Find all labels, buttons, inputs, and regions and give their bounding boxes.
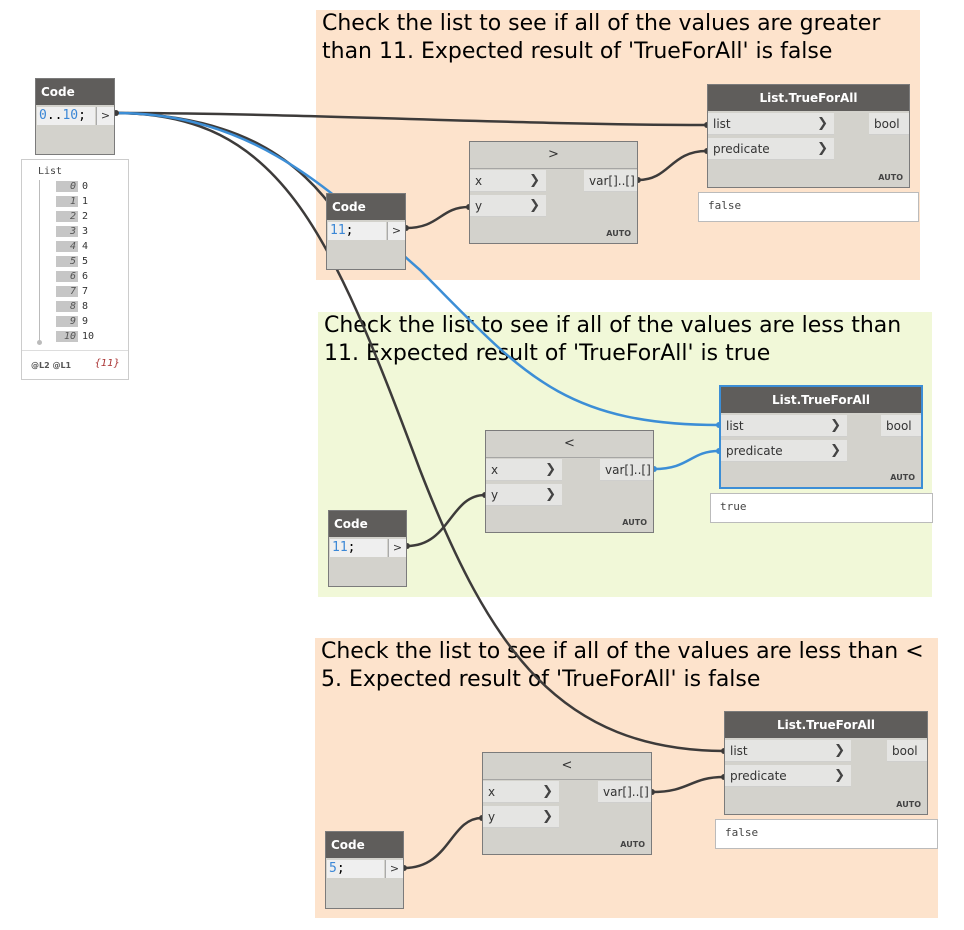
output-port[interactable]: > bbox=[388, 539, 406, 557]
list-trueforall-node-3[interactable]: List.TrueForAll list❯ predicate❯ bool AU… bbox=[724, 711, 928, 815]
output-port-bool[interactable]: bool bbox=[881, 415, 921, 437]
output-port-bool[interactable]: bool bbox=[887, 740, 927, 762]
input-port-predicate[interactable]: predicate❯ bbox=[725, 765, 851, 787]
node-title: Code Block bbox=[326, 832, 403, 878]
list-trueforall-node-2[interactable]: List.TrueForAll list❯ predicate❯ bool AU… bbox=[719, 385, 923, 489]
list-preview-footer: @L2 @L1 {11} bbox=[22, 350, 128, 381]
input-port-list[interactable]: list❯ bbox=[725, 740, 851, 762]
wire-main-to-truefor3 bbox=[115, 111, 725, 753]
input-port-y[interactable]: y❯ bbox=[470, 195, 546, 217]
list-preview-title: List bbox=[38, 166, 63, 177]
input-port-x[interactable]: x❯ bbox=[486, 459, 562, 481]
input-port-x[interactable]: x❯ bbox=[483, 781, 559, 803]
output-port[interactable]: > bbox=[387, 222, 405, 240]
node-title: > bbox=[470, 142, 637, 169]
list-tree-line bbox=[39, 180, 40, 342]
input-port-x[interactable]: x❯ bbox=[470, 170, 546, 192]
input-port-list[interactable]: list❯ bbox=[721, 415, 847, 437]
less-than-node-2[interactable]: < x❯ y❯ var[]..[] AUTO bbox=[482, 752, 652, 855]
node-title: List.TrueForAll bbox=[721, 387, 921, 413]
wire-cmp3-to-truefor3 bbox=[651, 775, 725, 794]
code-block-5-section3[interactable]: Code Block 5; > bbox=[325, 831, 404, 909]
node-title: Code Block bbox=[36, 79, 114, 125]
output-port-var[interactable]: var[]..[] bbox=[598, 781, 651, 803]
wire-main-to-cb1 bbox=[115, 111, 342, 219]
input-port-predicate[interactable]: predicate❯ bbox=[708, 138, 834, 160]
input-port-predicate[interactable]: predicate❯ bbox=[721, 440, 847, 462]
node-title: List.TrueForAll bbox=[725, 712, 927, 738]
input-port-y[interactable]: y❯ bbox=[486, 484, 562, 506]
code-block-11-section2[interactable]: Code Block 11; > bbox=[328, 510, 407, 587]
result-preview-2: true bbox=[710, 493, 933, 523]
wire-cb1-to-cmp1 bbox=[405, 205, 470, 230]
list-trueforall-node-1[interactable]: List.TrueForAll list❯ predicate❯ bool AU… bbox=[707, 84, 910, 188]
lacing-auto: AUTO bbox=[878, 173, 903, 182]
wire-cmp2-to-truefor2 bbox=[653, 449, 720, 471]
wire-cb2-to-cmp2 bbox=[406, 493, 486, 548]
group-title: Check the list to see if all of the valu… bbox=[321, 639, 924, 692]
list-tree-dot bbox=[37, 340, 42, 345]
code-input[interactable]: 11; bbox=[330, 539, 387, 557]
output-port-bool[interactable]: bool bbox=[869, 113, 909, 135]
less-than-node-1[interactable]: < x❯ y❯ var[]..[] AUTO bbox=[485, 430, 654, 533]
node-title: Code Block bbox=[327, 194, 405, 240]
group-title: Check the list to see if all of the valu… bbox=[322, 11, 881, 64]
lacing-auto: AUTO bbox=[890, 473, 915, 482]
node-title: Code Block bbox=[329, 511, 406, 557]
wire-cmp1-to-truefor1 bbox=[637, 149, 708, 182]
list-levels[interactable]: @L2 @L1 bbox=[31, 361, 72, 370]
lacing-auto: AUTO bbox=[620, 840, 645, 849]
input-port-list[interactable]: list❯ bbox=[708, 113, 834, 135]
node-title: < bbox=[483, 753, 651, 780]
wire-cb3-to-cmp3 bbox=[403, 816, 483, 870]
output-port-var[interactable]: var[]..[] bbox=[600, 459, 653, 481]
lacing-auto: AUTO bbox=[896, 800, 921, 809]
code-block-range[interactable]: Code Block 0..10; > bbox=[35, 78, 115, 155]
result-preview-1: false bbox=[698, 192, 919, 222]
output-port[interactable]: > bbox=[385, 860, 403, 878]
wire-main-to-truefor1 bbox=[115, 111, 708, 127]
code-block-11-section1[interactable]: Code Block 11; > bbox=[326, 193, 406, 270]
code-input[interactable]: 5; bbox=[327, 860, 384, 878]
greater-than-node[interactable]: > x❯ y❯ var[]..[] AUTO bbox=[469, 141, 638, 244]
node-title: List.TrueForAll bbox=[708, 85, 909, 111]
list-count: {11} bbox=[94, 358, 120, 369]
group-title: Check the list to see if all of the valu… bbox=[324, 313, 902, 366]
lacing-auto: AUTO bbox=[606, 229, 631, 238]
lacing-auto: AUTO bbox=[622, 518, 647, 527]
wire-main-to-truefor2 bbox=[115, 111, 720, 427]
code-input[interactable]: 11; bbox=[328, 222, 386, 240]
result-preview-3: false bbox=[715, 819, 938, 849]
output-port[interactable]: > bbox=[96, 107, 114, 125]
node-title: < bbox=[486, 431, 653, 458]
code-input[interactable]: 0..10; bbox=[37, 107, 95, 125]
output-port-var[interactable]: var[]..[] bbox=[584, 170, 637, 192]
input-port-y[interactable]: y❯ bbox=[483, 806, 559, 828]
